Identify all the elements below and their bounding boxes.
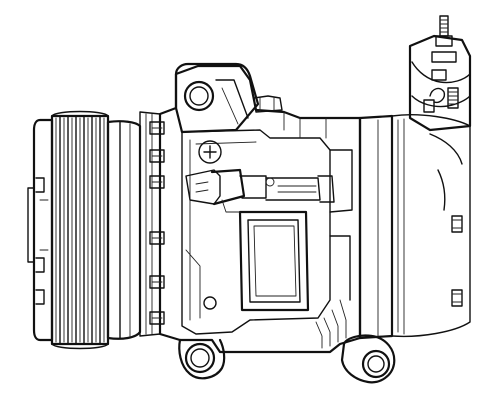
service-ports [408, 15, 472, 132]
compressor-body [139, 64, 362, 354]
rear-head [358, 114, 471, 340]
pulley [27, 110, 142, 350]
bottom-left-mounting-ear [178, 338, 226, 380]
bottom-right-mounting-ear [340, 334, 396, 384]
electrical-connector [185, 168, 335, 213]
top-mounting-ear [174, 62, 260, 134]
